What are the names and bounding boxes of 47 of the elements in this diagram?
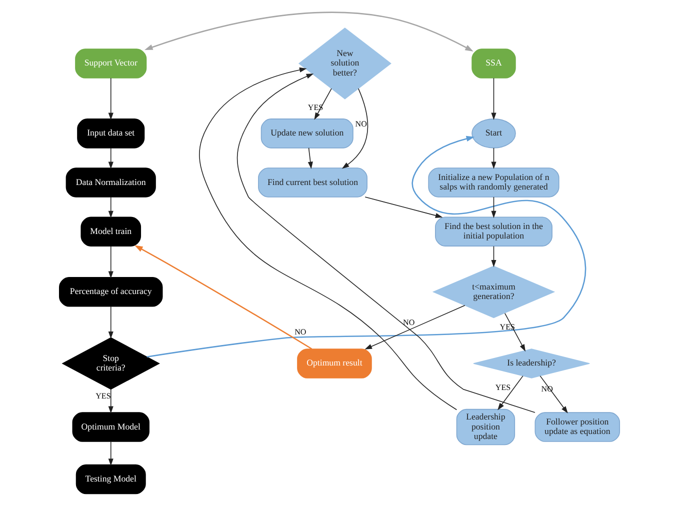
arrow: [491, 196, 496, 218]
arrow: [108, 388, 114, 413]
arrow: [364, 304, 466, 349]
arrow: [146, 135, 586, 357]
edge-label: NO: [403, 317, 415, 326]
node-box: Data Normalization: [66, 167, 156, 197]
arrow: [540, 375, 568, 413]
arrow: [108, 147, 114, 169]
node-box: Initialize a new Population of n salps with randomly generated: [428, 167, 560, 197]
arrow: [199, 66, 458, 410]
arrow: [108, 77, 114, 120]
node-diamond: Is leadership?: [473, 348, 590, 378]
edge-label: YES: [495, 382, 511, 392]
arrow: [108, 440, 114, 466]
node-box: Percentage of accuracy: [58, 276, 163, 306]
node-box: Support Vector: [75, 48, 147, 78]
arrow: [236, 73, 536, 412]
arrow: [491, 245, 496, 267]
node-box: Model train: [80, 216, 142, 246]
node-box: SSA: [472, 48, 516, 78]
node-diamond: Stop criteria?: [62, 336, 160, 390]
arrow: [504, 312, 526, 352]
node-box: Optimum Model: [72, 412, 150, 442]
arrow: [498, 375, 524, 410]
edge-label: YES: [96, 390, 111, 400]
arrow: [108, 306, 114, 338]
edge-label: NO: [355, 119, 367, 128]
arrow: [108, 245, 114, 278]
node-box: Update new solution: [260, 118, 354, 148]
node-box: Find the best solution in the initial population: [435, 216, 552, 246]
arrow: [342, 88, 368, 168]
node-box: Input data set: [77, 118, 145, 148]
node-box: Follower position update as equation: [534, 412, 620, 442]
node-box: Testing Model: [76, 464, 146, 494]
node-box: Optimum result: [297, 348, 372, 378]
node-diamond: t<maximum generation?: [432, 265, 556, 318]
node-ellipse: Start: [472, 118, 516, 148]
arrow: [134, 244, 312, 349]
arrow: [491, 147, 496, 169]
arrow: [308, 147, 313, 169]
node-box: Find current best solution: [258, 167, 368, 197]
arrow: [144, 11, 474, 51]
arrow: [491, 77, 496, 120]
arrow: [364, 196, 443, 218]
arrow: [108, 196, 114, 218]
edge-label: NO: [294, 326, 306, 336]
node-box: Leadership position update: [456, 408, 516, 445]
